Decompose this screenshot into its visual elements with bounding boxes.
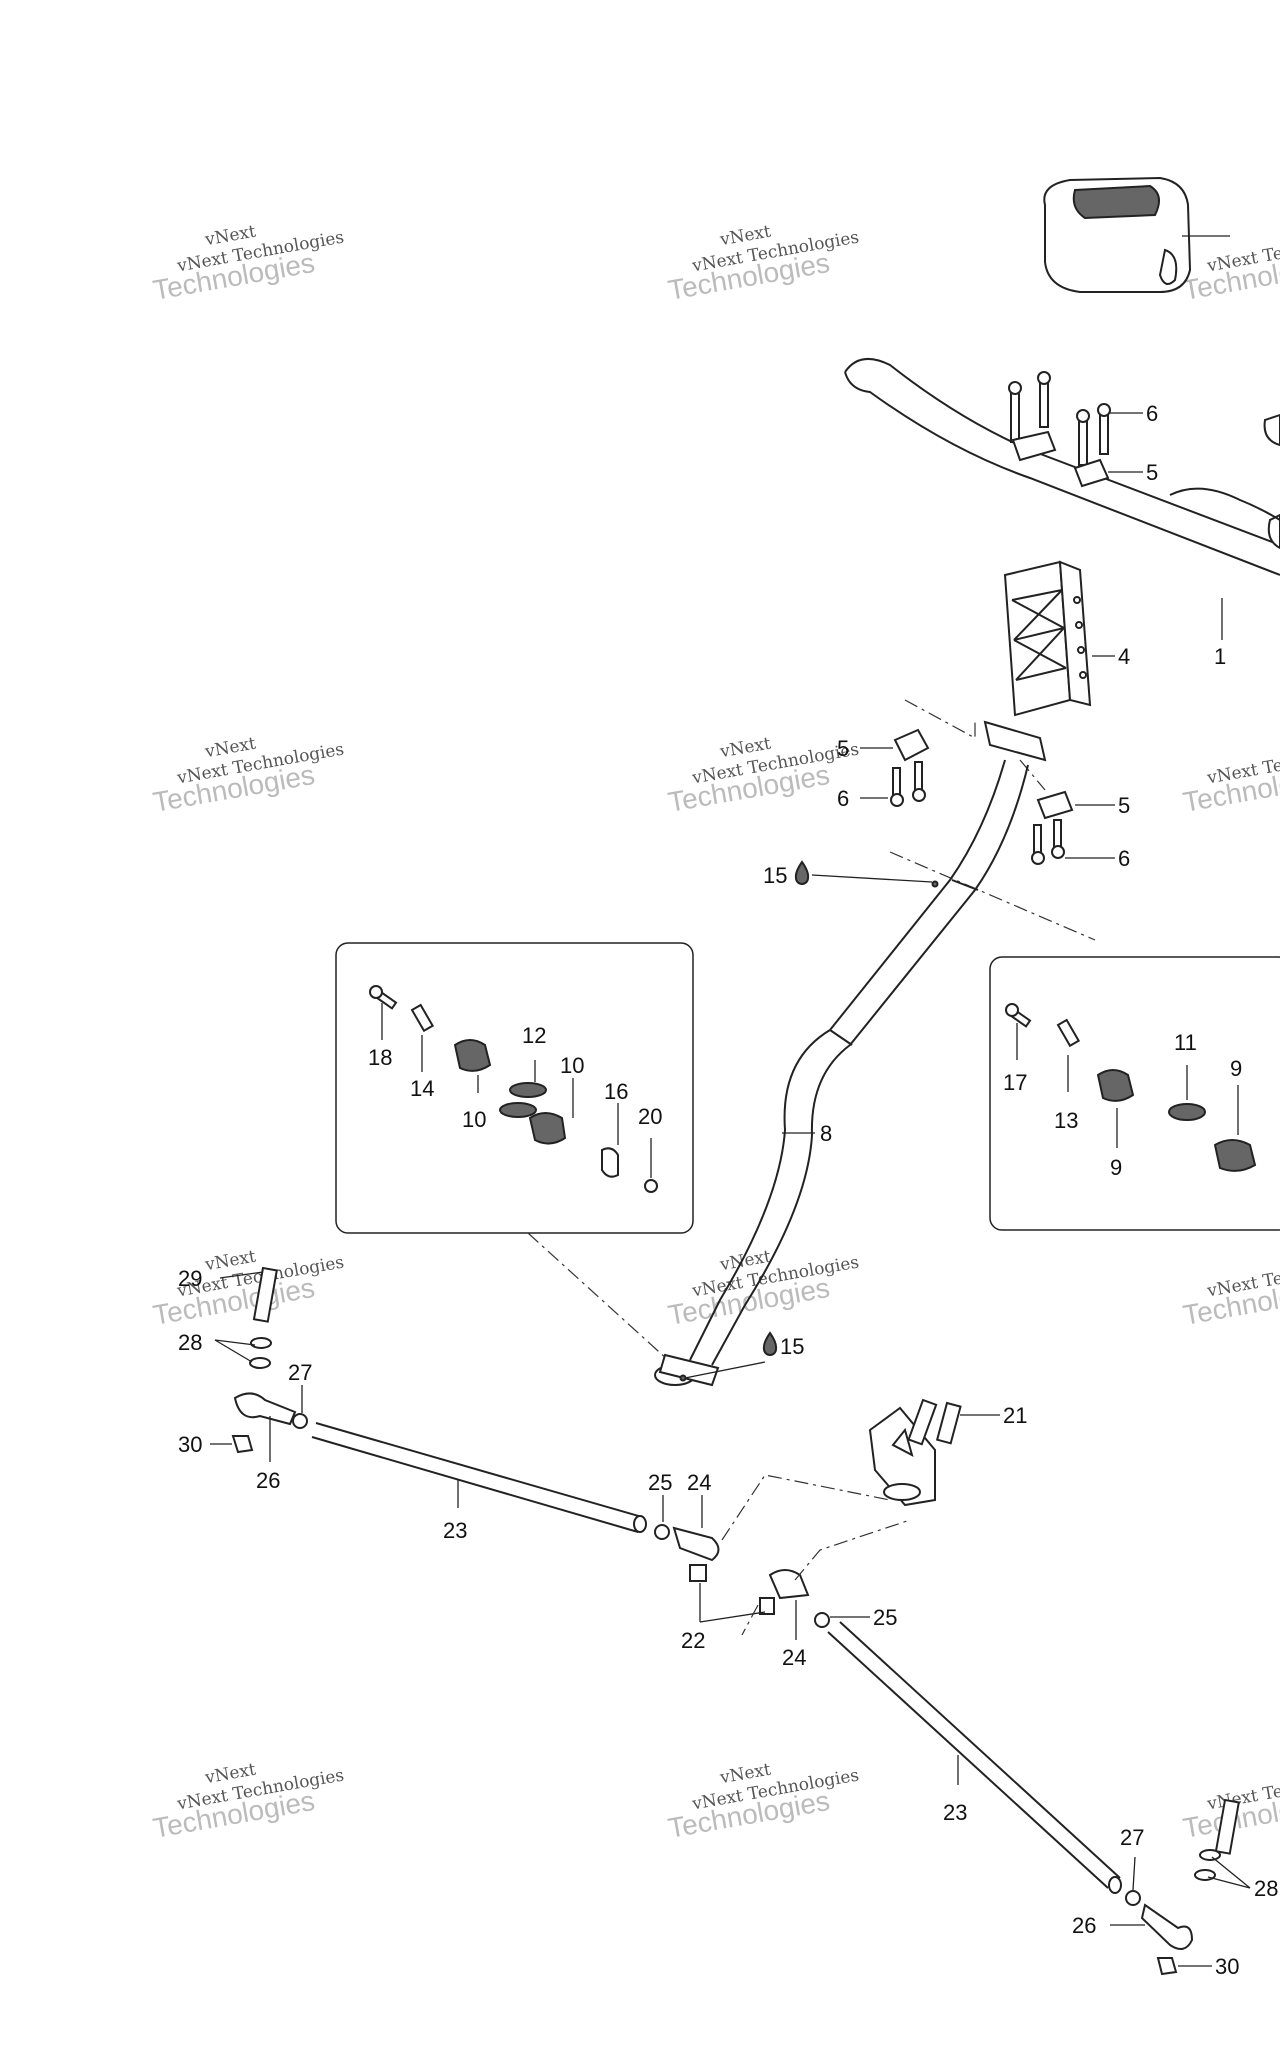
callout-25a: 25 bbox=[648, 1470, 672, 1495]
callout-6a: 6 bbox=[1146, 401, 1158, 426]
handlebar-riser bbox=[1003, 560, 1092, 717]
callout-13: 13 bbox=[1054, 1108, 1078, 1133]
callout-11: 11 bbox=[1174, 1030, 1197, 1055]
assembly-line bbox=[741, 1604, 759, 1636]
leader-line bbox=[214, 1339, 256, 1346]
callout-28b: 28 bbox=[1254, 1876, 1278, 1901]
leader-line bbox=[1211, 1856, 1251, 1889]
callout-15a: 15 bbox=[763, 863, 787, 888]
callout-15b: 15 bbox=[780, 1334, 804, 1359]
callout-6c: 6 bbox=[1118, 846, 1130, 871]
callout-18: 18 bbox=[368, 1045, 392, 1070]
center-pitman-arm bbox=[868, 1398, 962, 1507]
callout-28a: 28 bbox=[178, 1330, 202, 1355]
upper-clamps bbox=[1011, 430, 1110, 488]
callout-23b: 23 bbox=[943, 1800, 967, 1825]
handlebar-pad-cover bbox=[1043, 176, 1230, 293]
leader-line bbox=[214, 1339, 253, 1363]
steering-column bbox=[654, 720, 1047, 1387]
leader-line bbox=[684, 1361, 766, 1379]
callout-6b: 6 bbox=[837, 786, 849, 811]
callout-12: 12 bbox=[522, 1023, 546, 1048]
callout-17: 17 bbox=[1003, 1070, 1027, 1095]
left-detail-box bbox=[335, 942, 694, 1234]
center-rod-ends bbox=[654, 1524, 830, 1628]
callout-21: 21 bbox=[1003, 1403, 1027, 1428]
callout-5b: 5 bbox=[837, 736, 849, 761]
callout-26a: 26 bbox=[256, 1468, 280, 1493]
callout-9b: 9 bbox=[1110, 1155, 1122, 1180]
leader-line bbox=[219, 1271, 264, 1279]
callout-25b: 25 bbox=[873, 1605, 897, 1630]
upper-clamp-bolts bbox=[1008, 371, 1111, 466]
leader-line bbox=[699, 1611, 766, 1623]
callout-14: 14 bbox=[410, 1076, 434, 1101]
grease-drop-icon bbox=[762, 1331, 778, 1356]
grease-drop-icon bbox=[794, 860, 810, 885]
leader-line bbox=[811, 874, 933, 883]
assembly-line bbox=[1019, 759, 1046, 791]
callout-9a: 9 bbox=[1230, 1056, 1242, 1081]
assembly-line bbox=[721, 1474, 891, 1541]
callout-10a: 10 bbox=[560, 1053, 584, 1078]
handlebar bbox=[844, 357, 1280, 576]
callout-10b: 10 bbox=[462, 1107, 486, 1132]
leader-line bbox=[1207, 1876, 1251, 1889]
assembly-line bbox=[904, 699, 976, 740]
callout-27a: 27 bbox=[288, 1360, 312, 1385]
lower-right-clamp bbox=[1031, 790, 1074, 865]
callout-29: 29 bbox=[178, 1266, 202, 1291]
leader-line bbox=[1132, 1856, 1136, 1891]
callout-1: 1 bbox=[1214, 644, 1226, 669]
callout-23a: 23 bbox=[443, 1518, 467, 1543]
left-tie-rod bbox=[231, 1266, 647, 1533]
callout-30a: 30 bbox=[178, 1432, 202, 1457]
callout-24a: 24 bbox=[687, 1470, 711, 1495]
right-tie-rod bbox=[827, 1621, 1240, 1976]
right-detail-box bbox=[989, 956, 1280, 1231]
callout-4: 4 bbox=[1118, 644, 1130, 669]
callout-5c: 5 bbox=[1118, 793, 1130, 818]
callout-16: 16 bbox=[604, 1079, 628, 1104]
assembly-line bbox=[794, 1519, 911, 1581]
callout-5a: 5 bbox=[1146, 460, 1158, 485]
callout-30b: 30 bbox=[1215, 1954, 1239, 1979]
lower-left-clamp bbox=[890, 728, 930, 807]
callout-27b: 27 bbox=[1120, 1825, 1144, 1850]
callout-8: 8 bbox=[820, 1121, 832, 1146]
assembly-line bbox=[527, 1232, 669, 1361]
assembly-line bbox=[889, 851, 1096, 941]
callout-26b: 26 bbox=[1072, 1913, 1096, 1938]
callout-24b: 24 bbox=[782, 1645, 806, 1670]
callout-22: 22 bbox=[681, 1628, 705, 1653]
callout-20: 20 bbox=[638, 1104, 662, 1129]
